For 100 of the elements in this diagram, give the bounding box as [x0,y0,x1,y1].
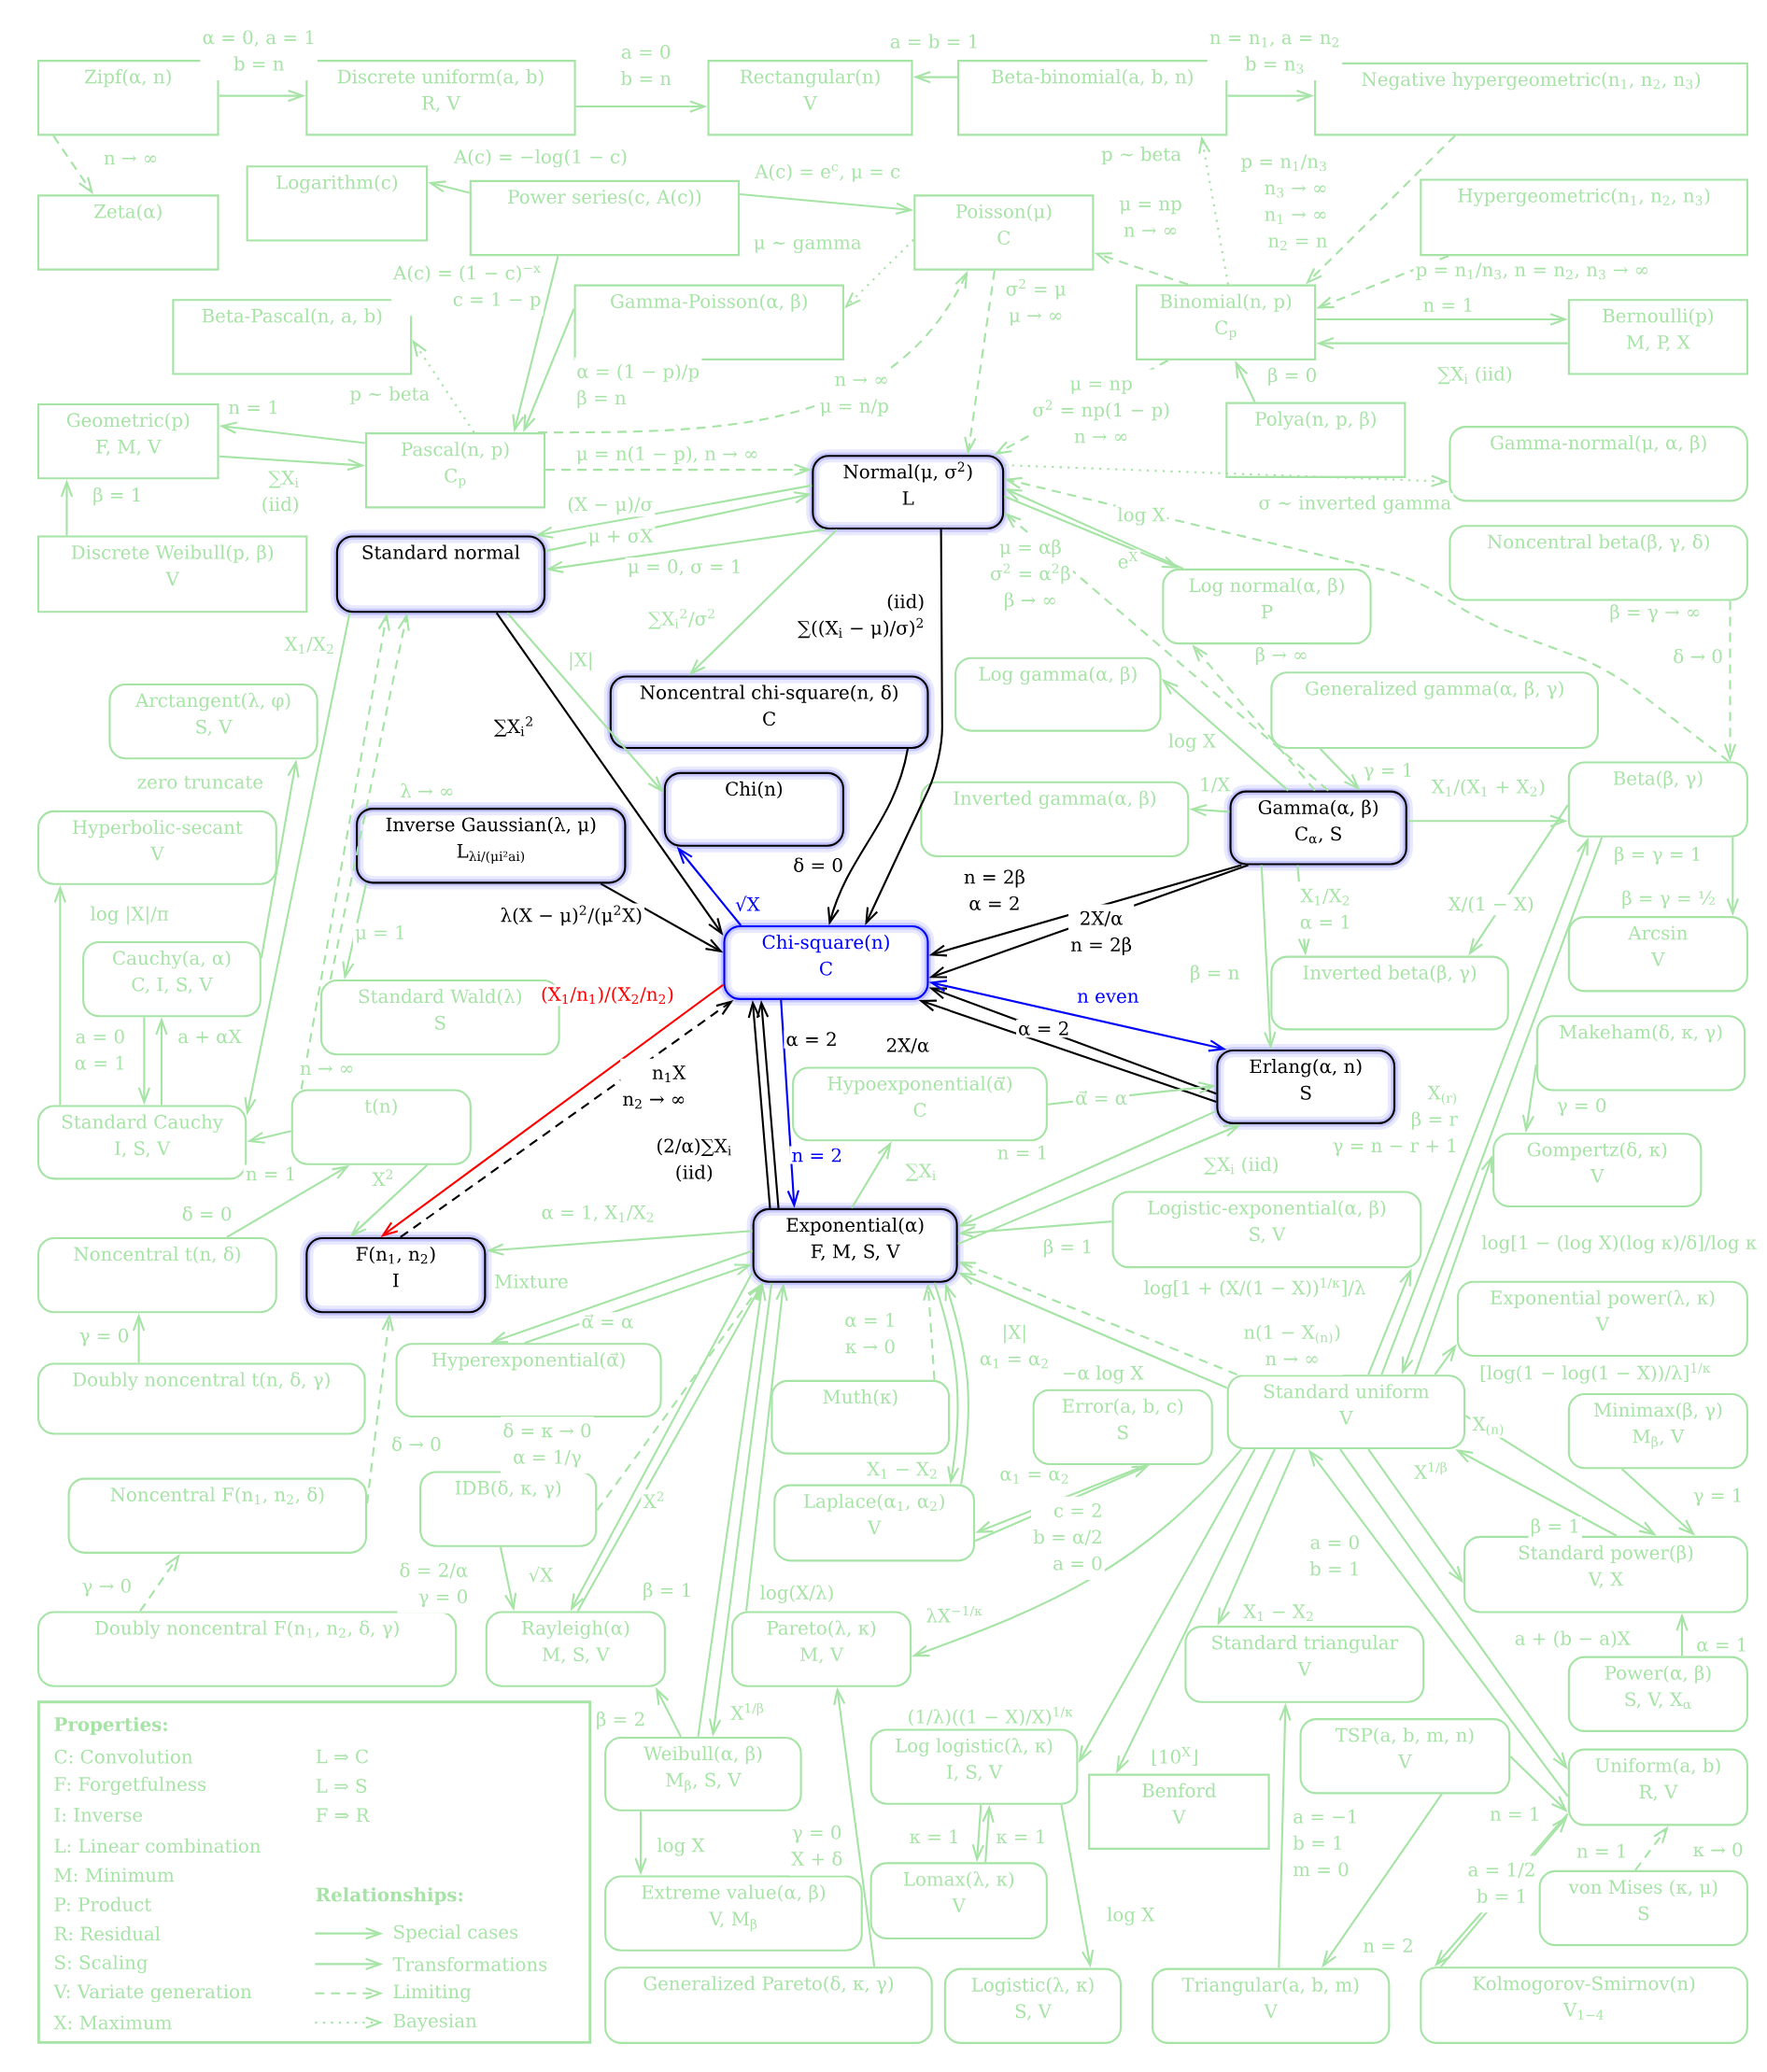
arrow [1401,837,1604,1375]
legend-label: Transformations [392,1956,547,1972]
arrow [349,1164,429,1237]
distribution-box: Gamma-normal(μ, α, β) [1449,426,1748,502]
arrow [912,1448,1243,1657]
distribution-box: Kolmogorov-Smirnov(n) V$_{1−4}$ [1420,1966,1748,2044]
arrow [1620,1468,1696,1536]
arrow [1367,1268,1412,1375]
arrow [957,1261,1237,1376]
arrow [697,1282,767,1738]
edge-label: (2/α)∑X$_{i}$ (iid) [654,1132,735,1190]
arrow [1380,837,1589,1375]
distribution-box: Hyperbolic-secant V [36,810,277,885]
edge-label: δ = κ → 0 α = 1/γ [501,1417,594,1474]
edge-label: X$_{1}$/X$_{2}$ [282,635,337,656]
edge-label: λX$^{−1/κ}$ [924,1603,985,1625]
edge-label: ∑X$_{i}$$^{2}$/σ$^{2}$ [645,606,718,631]
distribution-box: TSP(a, b, m, n) V [1299,1718,1511,1795]
distribution-box: Log normal(α, β) P [1162,568,1372,645]
distribution-box: Bernoulli(p) M, P, X [1567,299,1748,375]
arrow [676,846,742,926]
arrow [964,270,996,456]
edge-label: log X [1115,505,1167,528]
edge-label: X$^{1/β}$ [728,1700,767,1722]
edge-label: λ(X − μ)$^{2}$/(μ$^{2}$X) [498,903,645,928]
distribution-box: Minimax(β, γ) M$_{β}$, V [1567,1392,1748,1470]
edge-label: X$_{1}$ − X$_{2}$ [1240,1602,1317,1624]
arrow [1407,814,1568,827]
arrow [982,1804,995,1863]
arrow [1322,1793,1443,1968]
arrow [1094,252,1189,286]
arrow [688,529,838,676]
edge-label: γ = 1 [1690,1486,1746,1508]
arrow [634,1811,647,1876]
edge-label: (X$_{1}$/n$_{1}$)/(X$_{2}$/n$_{2}$) [538,984,676,1007]
edge-label: μ = 1 [352,923,408,945]
edge-label: n$_{1}$X n$_{2}$ → ∞ [620,1058,688,1116]
edge-label: μ = n(1 − p), n → ∞ [573,444,761,467]
distribution-box: Standard triangular V [1184,1626,1425,1703]
edge-label: n = 1 [1487,1804,1543,1823]
arrow [1468,804,1569,956]
distribution-box: Poisson(μ) C [913,194,1095,271]
edge-label: √X [526,1564,556,1585]
edge-label: (iid) ∑((X$_{i}$ − μ)/σ)$^{2}$ [795,587,927,645]
distribution-box: Inverted beta(β, γ) [1270,955,1509,1031]
distribution-box: Inverted gamma(α, β) [920,781,1190,858]
edge-label: β = 1 [1040,1237,1096,1260]
edge-label: σ$^{2}$ = μ μ → ∞ [1003,275,1068,332]
arrow [342,883,367,980]
arrow [780,999,799,1208]
arrow [1308,1449,1569,1797]
legend-text: M: Minimum [54,1868,175,1882]
distribution-box: Log logistic(λ, κ) I, S, V [869,1728,1079,1805]
edge-label: 1/X [1196,775,1233,796]
distribution-box: Exponential power(λ, κ) V [1456,1280,1748,1357]
distribution-box: Uniform(a, b) R, V [1567,1748,1748,1826]
arrow [600,882,724,953]
edge-label: α = 1, X$_{1}$/X$_{2}$ [539,1203,657,1224]
arrow [928,864,1242,957]
arrow [843,238,914,309]
distribution-box: Logistic-exponential(α, β) S, V [1111,1191,1422,1269]
arrow [1004,464,1449,487]
edge-label: a = 0 α = 1 [72,1022,128,1080]
edge-label: c = 2 b = α/2 a = 0 [1031,1496,1105,1580]
edge-label: log X [655,1836,707,1858]
arrow [219,421,366,444]
arrow [957,1220,1112,1239]
arrow [1367,1448,1463,1584]
legend-label: Limiting [393,1984,472,2003]
edge-label: γ = 1 [1361,761,1416,783]
distribution-box: Doubly noncentral t(n, δ, γ) [36,1362,366,1435]
arrow [928,980,1227,1052]
legend-text: P: Product [54,1896,152,1911]
edge-label: e$^{X}$ [1115,549,1141,571]
edge-label: κ = 1 [907,1827,962,1846]
arrow [412,339,475,433]
arrow [833,1686,876,1967]
edge-label: α = (1 − p)/p β = n [574,357,702,415]
distribution-box: Hypergeometric(n$_{1}$, n$_{2}$, n$_{3}$) [1420,178,1748,257]
distribution-box: Polya(n, p, β) [1225,402,1407,478]
distribution-box: Laplace(α$_{1}$, α$_{2}$) V [773,1484,976,1562]
edge-label: β = 1 [640,1580,695,1603]
edge-label: μ = np n → ∞ [1117,190,1184,247]
distribution-box: Rectangular(n) V [707,60,913,136]
arrow [957,1123,1242,1246]
arrow [523,308,575,433]
edge-label: μ ∼ gamma [751,237,864,256]
edge-label: a = 0 b = 1 [1307,1528,1363,1586]
legend-text: S: Scaling [55,1954,148,1974]
distribution-box: Negative hypergeometric(n$_{1}$, n$_{2}$, n$_{3}$) [1314,62,1748,136]
legend-text: F: Forgetfulness [54,1776,206,1796]
edge-label: |X| α$_{1}$ = α$_{2}$ [977,1318,1052,1375]
arrow [244,613,351,1116]
arrow [747,999,771,1208]
edge-label: X/(1 − X) [1446,894,1536,916]
edge-label: λ → ∞ [398,781,457,800]
arrow [575,100,708,113]
edge-label: 2X/α n = 2β [1068,904,1135,962]
distribution-box: Pascal(n, p) C$_{p}$ [364,432,546,509]
distribution-box: Generalized gamma(α, β, γ) [1270,671,1599,750]
